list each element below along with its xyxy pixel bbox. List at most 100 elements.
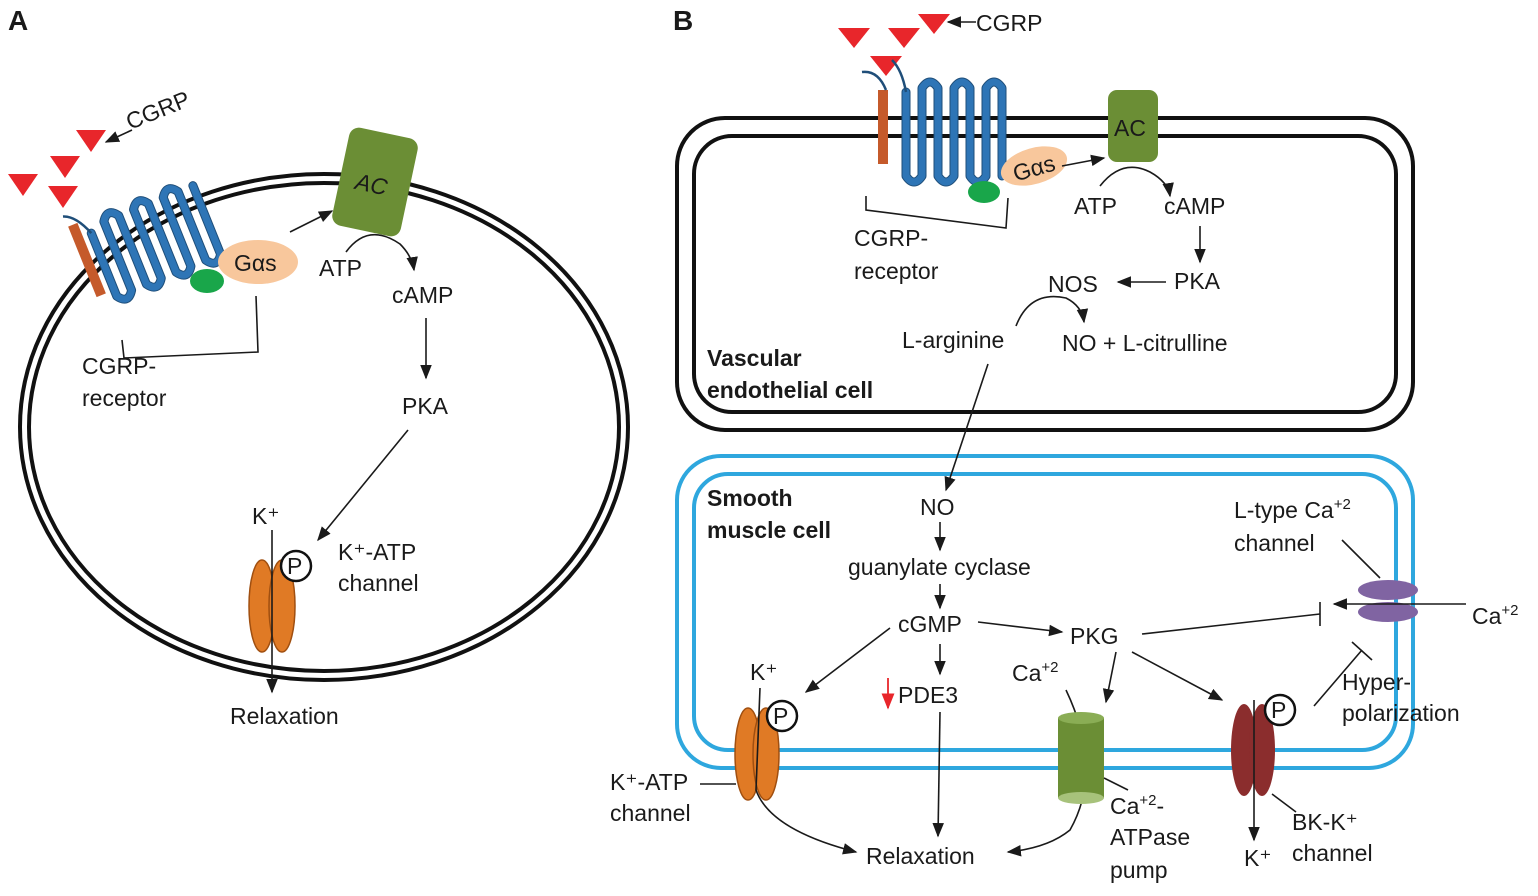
cgrp-arrow — [104, 129, 133, 143]
pka-label-b: PKA — [1174, 268, 1221, 294]
katp-label-b-1: K⁺-ATP — [610, 769, 688, 795]
panel-b-letter: B — [673, 5, 693, 36]
receptor-bracket — [121, 295, 259, 359]
bk-leader-line — [1271, 793, 1297, 813]
atp-to-camp-arrow — [345, 233, 418, 272]
panel-a-letter: A — [8, 5, 28, 36]
bk-label-1: BK-K⁺ — [1292, 809, 1358, 835]
ltype-label-2: channel — [1234, 530, 1315, 556]
panel-a: A CGRP Gαs AC ATP cAMP PKA — [8, 5, 630, 729]
relaxation-label: Relaxation — [230, 703, 339, 729]
atp-label: ATP — [319, 255, 362, 281]
pkg-to-atpase-arrow — [1102, 651, 1117, 704]
atpase-pump-bottom — [1058, 792, 1104, 804]
adenylyl-cyclase — [332, 127, 418, 237]
receptor-label-2-b: receptor — [854, 258, 939, 284]
pkg-inhibits-ltype — [1141, 613, 1321, 635]
no-diffusion-arrow — [944, 363, 989, 492]
g-protein-subunit-b — [968, 181, 1000, 203]
gas-label: Gαs — [234, 250, 277, 276]
receptor-label-1-b: CGRP- — [854, 225, 928, 251]
ramp-protein-b — [878, 90, 888, 164]
l-arginine-label: L-arginine — [902, 327, 1004, 353]
relaxation-label-b: Relaxation — [866, 843, 975, 869]
katp-label-2: channel — [338, 570, 419, 596]
adenylyl-cyclase-b — [1108, 90, 1158, 162]
pka-label: PKA — [402, 393, 449, 419]
cell-membrane-inner — [27, 181, 621, 673]
arginine-conversion-arrow — [1015, 295, 1089, 327]
atpase-label-1: Ca+2- — [1110, 792, 1164, 819]
endothelial-membrane-inner — [692, 134, 1398, 414]
bk-label-2: channel — [1292, 840, 1373, 866]
cgmp-label: cGMP — [898, 611, 962, 637]
bk-channel-right — [1249, 704, 1275, 796]
cgmp-to-katp-arrow — [804, 627, 891, 693]
hyperpolarization-inhibit-bar — [1351, 641, 1373, 661]
cgrp-ligands — [8, 130, 106, 208]
no-label: NO — [920, 494, 955, 520]
ac-label-b: AC — [1114, 115, 1146, 141]
cgrp-label: CGRP — [122, 86, 193, 135]
ramp-protein — [68, 222, 106, 298]
phospho-label-b2: P — [1271, 697, 1286, 723]
ca-in-label: Ca+2 — [1012, 659, 1059, 686]
cgrp-receptor-b — [861, 59, 1007, 187]
ca-out-label: Ca+2 — [1472, 602, 1519, 629]
pde3-to-relaxation-arrow — [932, 711, 944, 838]
phospho-label-b1: P — [773, 703, 788, 729]
pkg-to-bk-arrow — [1131, 651, 1224, 701]
camp-label: cAMP — [392, 282, 453, 308]
ltype-channel-top — [1358, 580, 1418, 600]
phospho-marker-b1 — [765, 699, 799, 733]
bk-channel-left — [1231, 704, 1257, 796]
smc-label-1: Smooth — [707, 485, 793, 511]
phospho-label: P — [287, 553, 302, 579]
k-ion-label-b: K⁺ — [750, 659, 777, 685]
atpase-label-3: pump — [1110, 857, 1168, 883]
receptor-label-2: receptor — [82, 385, 167, 411]
katp-label-1: K⁺-ATP — [338, 539, 416, 565]
atpase-label-2: ATPase — [1110, 824, 1190, 850]
endothelial-membrane-outer — [675, 116, 1415, 432]
receptor-bracket-b — [865, 196, 1009, 229]
cgrp-receptor — [62, 181, 226, 304]
k-out-label: K⁺ — [1244, 845, 1271, 871]
smc-label-2: muscle cell — [707, 517, 831, 543]
atp-label-b: ATP — [1074, 193, 1117, 219]
phospho-marker — [279, 549, 313, 583]
atpase-pump-top — [1058, 712, 1104, 724]
pde3-label: PDE3 — [898, 682, 958, 708]
cell-membrane-outer — [18, 172, 630, 682]
atpase-leader-line — [1103, 777, 1129, 791]
gas-to-ac-arrow-b — [1061, 154, 1106, 167]
pkg-label: PKG — [1070, 623, 1119, 649]
no-citrulline-label: NO + L-citrulline — [1062, 330, 1228, 356]
gas-protein-b — [1000, 146, 1068, 186]
camp-label-b: cAMP — [1164, 193, 1225, 219]
gas-to-ac-arrow — [289, 210, 334, 233]
panel-b: B CGRP Gαs AC ATP cAMP CG — [610, 5, 1519, 883]
cgrp-ligands-b — [838, 14, 950, 76]
g-protein-subunit — [190, 269, 224, 293]
katp-channel-b-right — [752, 707, 780, 801]
atp-to-camp-arrow-b — [1099, 166, 1174, 198]
endothelial-label-1: Vascular — [707, 345, 802, 371]
atpase-pump — [1058, 718, 1104, 798]
k-ion-label: K⁺ — [252, 503, 279, 529]
guanylate-cyclase-label: guanylate cyclase — [848, 554, 1031, 580]
ltype-label-1: L-type Ca+2 — [1234, 496, 1351, 523]
hyper-label-2: polarization — [1342, 700, 1460, 726]
cgrp-label-b: CGRP — [976, 10, 1042, 36]
ltype-leader-line — [1341, 539, 1381, 579]
gas-protein — [218, 240, 298, 284]
katp-to-relaxation-arrow — [755, 687, 858, 855]
ltype-channel-bottom — [1358, 602, 1418, 622]
nos-label: NOS — [1048, 271, 1098, 297]
cgmp-to-pkg-arrow — [977, 621, 1064, 637]
phospho-marker-b2 — [1263, 693, 1297, 727]
katp-label-b-2: channel — [610, 800, 691, 826]
endothelial-label-2: endothelial cell — [707, 377, 873, 403]
hyper-label-1: Hyper- — [1342, 669, 1411, 695]
